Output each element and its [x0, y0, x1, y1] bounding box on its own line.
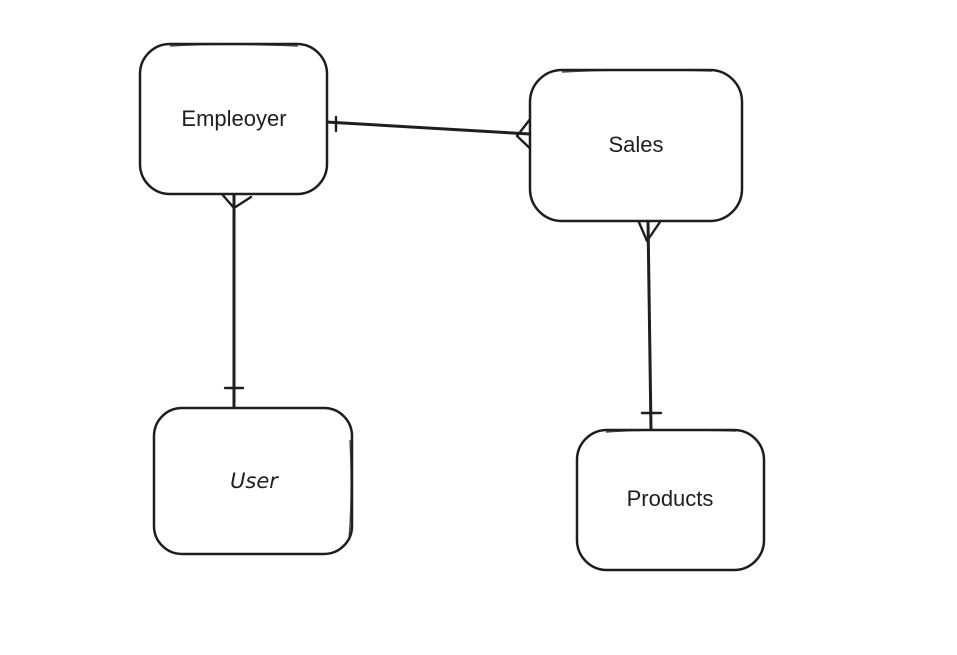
- sketch-stroke: [348, 439, 352, 541]
- relationship-line: [646, 218, 653, 432]
- entity-sales[interactable]: Sales: [528, 68, 744, 223]
- sketch-stroke: [561, 69, 713, 73]
- relationship-line: [324, 120, 532, 136]
- entity-label: Products: [627, 486, 714, 511]
- sketch-stroke: [169, 43, 299, 47]
- entity-label: Empleoyer: [181, 106, 286, 131]
- entity-employer[interactable]: Empleoyer: [138, 42, 329, 196]
- entity-label: Sales: [608, 132, 663, 157]
- many-cardinality-icon: [219, 191, 253, 210]
- relationship-employer-user[interactable]: [219, 191, 253, 410]
- sketch-stroke: [605, 429, 737, 433]
- entity-user[interactable]: User: [152, 406, 354, 556]
- relationship-employer-sales[interactable]: [324, 115, 538, 156]
- many-cardinality-icon: [636, 218, 662, 243]
- entity-products[interactable]: Products: [575, 428, 766, 572]
- entity-label: User: [230, 469, 279, 493]
- entity-box: [152, 406, 354, 556]
- relationship-sales-products[interactable]: [636, 218, 663, 432]
